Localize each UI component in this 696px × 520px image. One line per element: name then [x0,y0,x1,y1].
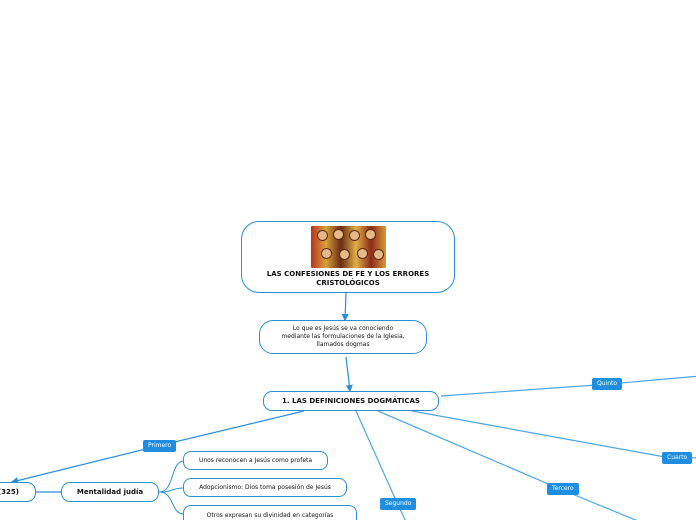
mentalidad-judia-node[interactable]: Mentalidad judía [61,482,159,502]
link-note-def [345,356,353,393]
link-main-note [341,292,349,322]
sub-item-divinidad[interactable]: Otros expresan su divinidad en categoría… [183,505,357,520]
main-topic-node[interactable]: LAS CONFESIONES DE FE Y LOS ERRORES CRIS… [241,221,455,293]
link-quinto [440,375,696,397]
label-segundo[interactable]: Segundo [380,498,417,510]
link-sub-1 [158,460,185,493]
link-tercero [377,410,638,520]
link-cuarto [411,410,696,459]
definiciones-node[interactable]: 1. LAS DEFINICIONES DOGMÁTICAS [263,391,439,411]
sub-item-adopcionismo[interactable]: Adopcionismo: Dios toma posesión de Jesú… [183,478,347,497]
label-cuarto[interactable]: Cuarto [662,452,693,464]
council-node[interactable]: (325) [0,482,36,502]
link-sub-3 [158,491,185,515]
label-quinto[interactable]: Quinto [592,378,623,390]
saints-group-image [310,226,386,268]
main-topic-title: LAS CONFESIONES DE FE Y LOS ERRORES CRIS… [266,270,430,287]
sub-item-profeta[interactable]: Unos reconocen a Jesús como profeta [183,451,328,470]
label-tercero[interactable]: Tercero [547,483,579,495]
intro-note-node[interactable]: Lo que es Jesús se va conociendo mediant… [259,320,427,354]
link-sub-2 [158,487,185,493]
label-primero[interactable]: Primero [143,440,177,452]
